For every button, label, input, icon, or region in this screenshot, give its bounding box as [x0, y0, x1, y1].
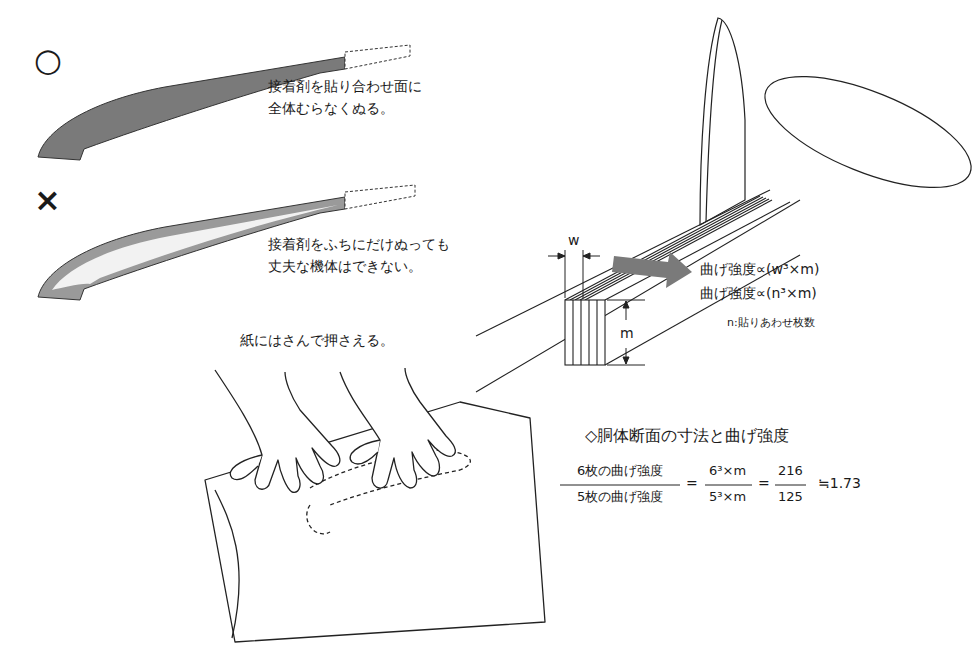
fraction-numerator: 216: [778, 461, 803, 481]
formula: 曲げ強度∝(n³×m): [700, 283, 817, 305]
fraction-numerator: 6³×m: [709, 461, 746, 481]
fraction-denominator: 5枚の曲げ強度: [577, 487, 663, 507]
equals-sign: =: [758, 473, 770, 495]
dimension-w: [548, 250, 600, 298]
fraction-denominator: 5³×m: [709, 487, 746, 507]
good-mark: ○: [34, 36, 62, 86]
hands-on-paper: [205, 368, 545, 642]
bad-mark: ×: [34, 176, 61, 226]
dimension-m: [607, 300, 645, 365]
legend-note: n:貼りあわせ枚数: [727, 314, 815, 331]
section-heading: ◇胴体断面の寸法と曲げ強度: [585, 424, 789, 449]
note: 紙にはさんで押さえる。: [240, 330, 394, 352]
note: 接着剤を貼り合わせ面に 全体むらなくぬる。: [268, 76, 478, 119]
tail-tab: [345, 185, 415, 209]
result-arrow: [612, 252, 692, 288]
fraction-numerator: 6枚の曲げ強度: [577, 461, 663, 481]
glider: [700, 18, 976, 225]
dimension-label: m: [620, 323, 634, 345]
result-value: ≒1.73: [818, 473, 861, 495]
dimension-label: w: [568, 230, 579, 252]
fraction-denominator: 125: [778, 487, 803, 507]
note: 接着剤をふちにだけぬっても 丈夫な機体はできない。: [268, 234, 478, 277]
tail-tab: [345, 45, 410, 69]
formula: 曲げ強度∝(w³×m): [700, 259, 819, 281]
equals-sign: =: [686, 473, 698, 495]
